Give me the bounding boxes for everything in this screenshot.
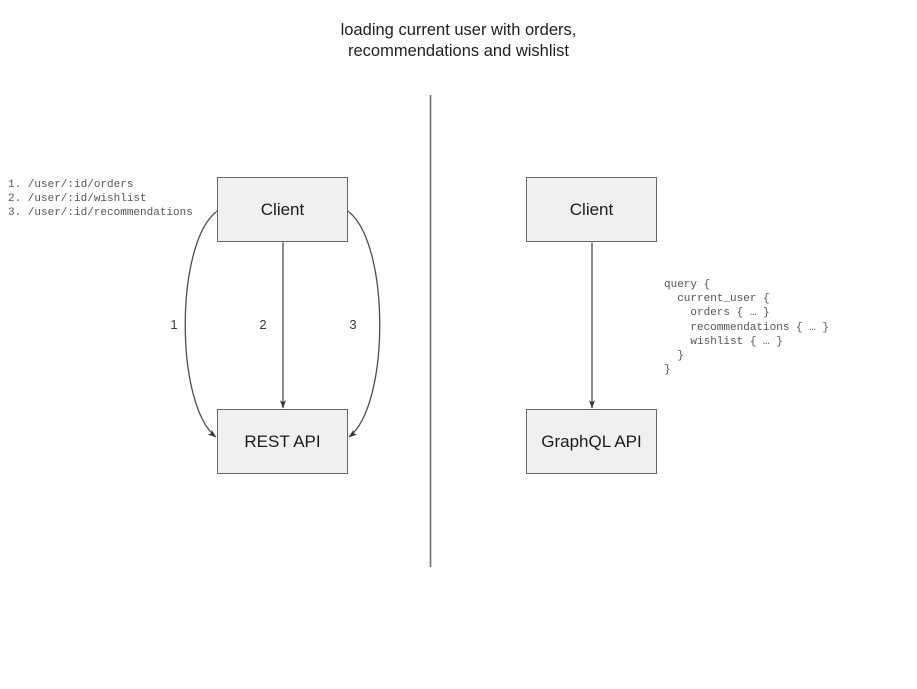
node-client-graphql[interactable]: Client bbox=[526, 177, 657, 242]
connector-label-1: 1 bbox=[170, 317, 178, 332]
graphql-query-block: query { current_user { orders { … } reco… bbox=[664, 279, 830, 377]
node-rest-api[interactable]: REST API bbox=[217, 409, 348, 474]
rest-endpoint-list: 1. /user/:id/orders 2. /user/:id/wishlis… bbox=[8, 179, 193, 220]
node-graphql-api[interactable]: GraphQL API bbox=[526, 409, 657, 474]
page-title: loading current user with orders, recomm… bbox=[340, 21, 577, 60]
connector-label-2: 2 bbox=[259, 317, 267, 332]
connector-label-3: 3 bbox=[349, 317, 357, 332]
connector-1-orders bbox=[184, 204, 224, 438]
node-client-rest[interactable]: Client bbox=[217, 177, 348, 242]
